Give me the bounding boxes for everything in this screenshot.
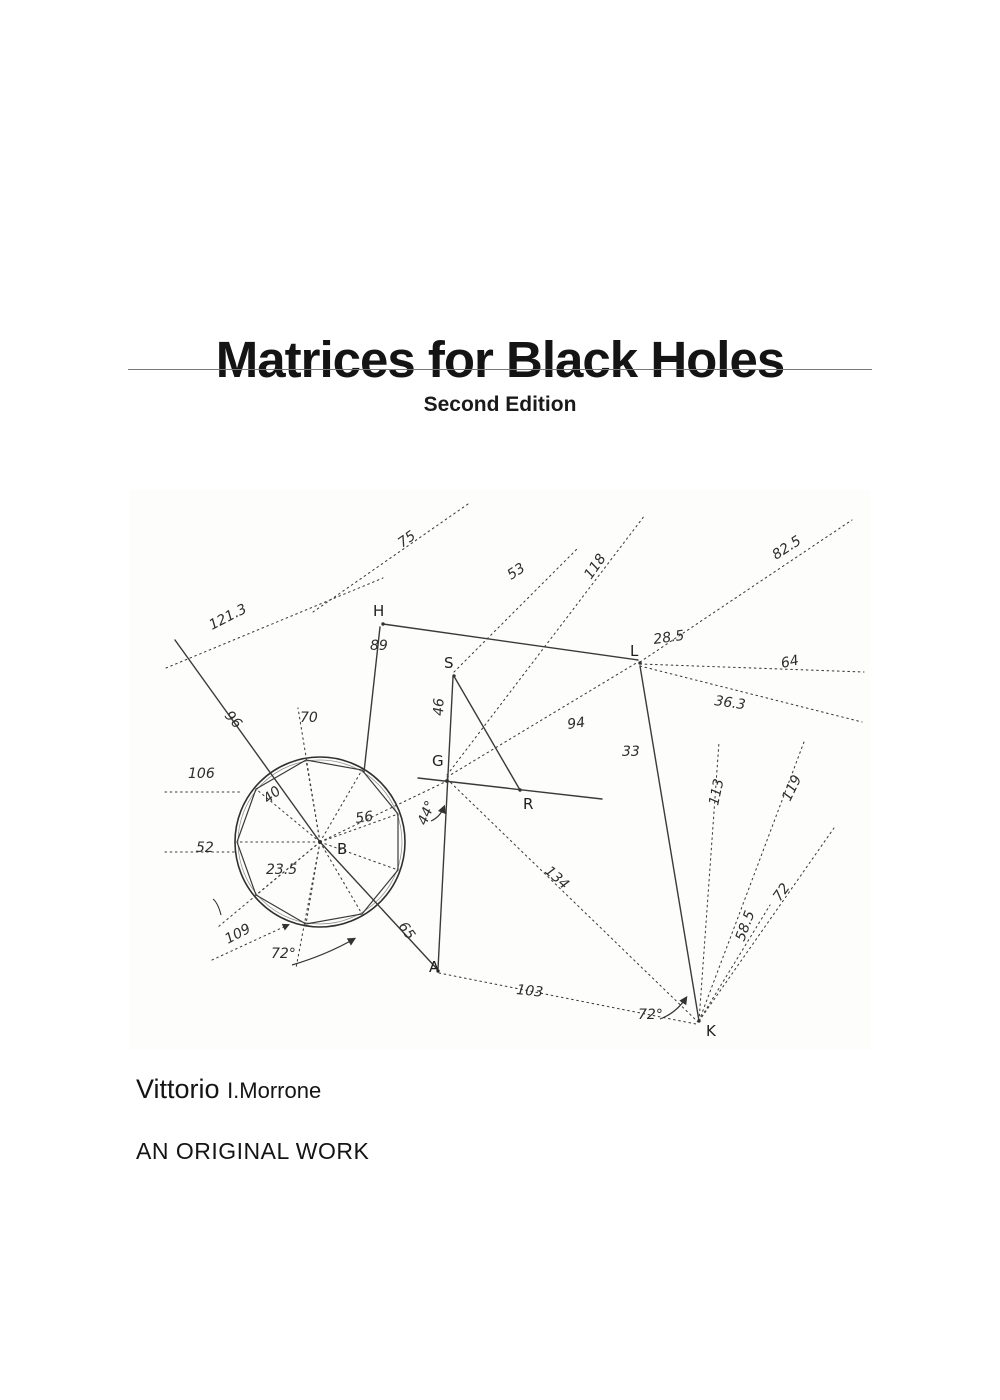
diagram-measurement-label: 56 [354, 809, 374, 827]
solid-sketch-lines [174, 623, 700, 1022]
diagram-point-label: R [523, 795, 533, 813]
diagram-point-label: K [706, 1022, 717, 1040]
diagram-measurement-label: 109 [222, 921, 253, 948]
diagram-measurement-label: 33 [622, 744, 640, 760]
diagram-measurement-label: 72° [271, 946, 296, 962]
diagram-measurement-label: 70 [300, 710, 318, 726]
radial-spokes [217, 707, 399, 969]
diagram-measurement-label: 82.5 [769, 533, 804, 563]
geometry-sketch-svg: 75H5311882.589S28.5L64121.336.3967094106… [164, 503, 865, 1040]
diagram-point-label: B [337, 840, 347, 858]
diagram-measurement-label: 119 [779, 773, 805, 804]
diagram-measurement-label: 23.5 [266, 862, 297, 878]
diagram-measurement-label: 72° [638, 1007, 663, 1023]
diagram-measurement-label: 58.5 [733, 909, 759, 944]
diagram-measurement-label: 46 [431, 698, 448, 716]
diagram-measurement-label: 103 [516, 982, 544, 1001]
angle-arcs-and-arrows [211, 804, 688, 1020]
edition-subtitle: Second Edition [423, 393, 577, 416]
diagram-measurement-label: 52 [196, 840, 214, 856]
diagram-measurement-label: 64 [780, 653, 801, 672]
author-last-name: I.Morrone [227, 1078, 322, 1103]
diagram-measurement-label: 106 [188, 766, 215, 782]
diagram-measurement-label: 75 [395, 528, 419, 551]
diagram-point-label: S [444, 654, 454, 672]
diagram-measurement-label: 53 [504, 560, 528, 583]
title-rule [128, 369, 872, 370]
diagram-measurement-label: 65 [395, 919, 418, 943]
diagram-point-label: G [432, 752, 444, 770]
diagram-measurement-label: 134 [541, 863, 572, 893]
circle-polygon-construction [217, 707, 406, 969]
point-dots [318, 622, 701, 1023]
diagram-measurement-label: 44° [415, 798, 439, 827]
diagram-point-label: A [429, 958, 440, 976]
original-work-note: AN ORIGINAL WORK [136, 1138, 370, 1164]
diagram-measurement-label: 89 [370, 638, 388, 654]
diagram-point-label: H [373, 602, 384, 620]
diagram-measurement-label: 94 [566, 715, 586, 733]
page-title: Matrices for Black Holes [215, 331, 785, 389]
author-line: Vittorio I.Morrone [136, 1074, 321, 1105]
diagram-measurement-label: 96 [221, 708, 245, 732]
diagram-measurement-label: 72 [770, 880, 793, 904]
dotted-construction-lines [164, 503, 865, 1025]
diagram-point-label: L [630, 642, 639, 660]
author-first-name: Vittorio [136, 1074, 220, 1104]
diagram-measurement-label: 36.3 [713, 693, 746, 713]
diagram-measurement-label: 113 [706, 777, 727, 806]
diagram-measurement-label: 28.5 [652, 628, 685, 648]
diagram-measurement-label: 121.3 [207, 601, 250, 633]
